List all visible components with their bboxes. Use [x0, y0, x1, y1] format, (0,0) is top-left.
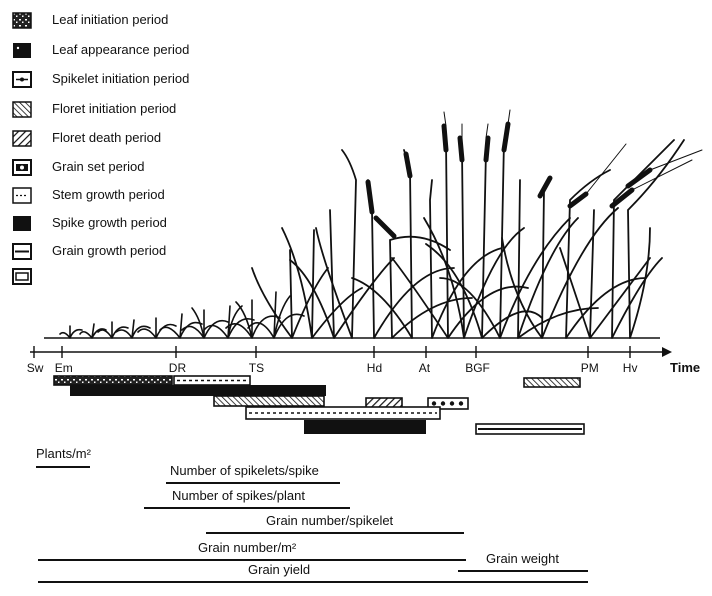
stage-label: Sw	[26, 361, 44, 375]
spike-growth-icon	[13, 216, 31, 231]
yield-line-spikes	[144, 507, 350, 509]
floret-initiation-icon	[12, 101, 32, 118]
stage-label: BGF	[465, 361, 490, 375]
unlabeled-box-bar	[523, 377, 581, 388]
yield-label-plants: Plants/m²	[36, 446, 91, 461]
stage-label: TS	[248, 361, 265, 375]
legend-label: Stem growth period	[52, 187, 165, 202]
yield-label-spikelets: Number of spikelets/spike	[170, 463, 319, 478]
stage-label: At	[418, 361, 431, 375]
time-axis-arrow	[662, 347, 672, 357]
stage-label: Hd	[366, 361, 383, 375]
floret-initiation-bar	[213, 395, 325, 407]
grain-set-icon	[12, 159, 32, 176]
yield-label-grain-per-spikelet: Grain number/spikelet	[266, 513, 394, 528]
legend-label: Spike growth period	[52, 215, 167, 230]
floret-death-icon	[12, 130, 32, 147]
legend-label: Spikelet initiation period	[52, 71, 190, 86]
spike-growth-bar	[304, 420, 426, 434]
yield-label-grain-number: Grain number/m²	[198, 540, 297, 555]
yield-label-grain-yield: Grain yield	[248, 562, 311, 577]
yield-line-plants	[36, 466, 90, 468]
legend-label: Grain set period	[52, 159, 145, 174]
stage-label: Hv	[622, 361, 638, 375]
unlabeled-box-icon	[12, 268, 32, 285]
time-axis-label: Time	[670, 360, 701, 375]
phase-bars	[53, 375, 585, 435]
stage-label: Em	[54, 361, 73, 375]
leaf-initiation-bar	[53, 375, 173, 386]
yield-line-grain-number	[38, 559, 466, 561]
legend-label: Leaf appearance period	[52, 42, 190, 57]
yield-label-spikes: Number of spikes/plant	[172, 488, 305, 503]
legend-label: Leaf initiation period	[52, 12, 169, 27]
stem-growth-bar	[245, 406, 441, 420]
legend-label: Grain growth period	[52, 243, 167, 258]
leaf-initiation-icon	[12, 12, 32, 29]
stem-growth-icon	[12, 187, 32, 204]
yield-line-spikelets	[166, 482, 340, 484]
stage-ticks	[33, 346, 631, 358]
stage-label: PM	[580, 361, 599, 375]
stage-label: DR	[168, 361, 187, 375]
yield-line-grain-weight	[458, 570, 588, 572]
spikelet-initiation-icon	[12, 71, 32, 88]
leaf-appearance-bar	[70, 385, 326, 396]
grain-set-bar	[427, 397, 469, 410]
legend-label: Floret initiation period	[52, 101, 177, 116]
yield-label-grain-weight: Grain weight	[486, 551, 559, 566]
wheat-plants-illustration	[59, 109, 703, 339]
leaf-appearance-icon	[13, 43, 31, 58]
legend-label: Floret death period	[52, 130, 162, 145]
yield-line-grain-yield	[38, 581, 588, 583]
grain-growth-icon	[12, 243, 32, 260]
yield-line-grain-per-spikelet	[206, 532, 464, 534]
